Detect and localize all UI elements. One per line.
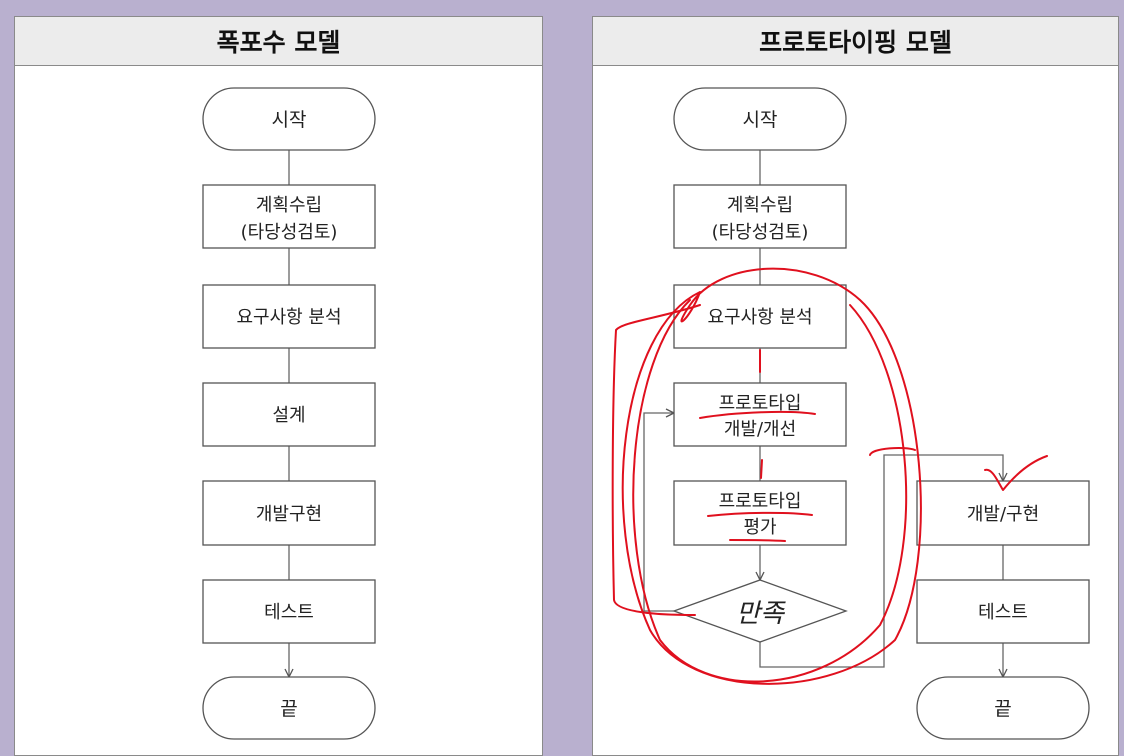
- waterfall-test-label: 테스트: [264, 602, 314, 623]
- annotation-underline-dev: [699, 410, 816, 419]
- annotation-underline-eval: [707, 511, 813, 517]
- waterfall-start-node: 시작: [202, 87, 376, 151]
- annotation-handwritten-satisfaction: 만족: [736, 599, 786, 629]
- prototyping-start-label: 시작: [743, 109, 778, 131]
- prototyping-title: 프로토타이핑 모델: [593, 17, 1118, 66]
- prototyping-connectors: [643, 150, 1003, 677]
- prototyping-end-label: 끝: [994, 698, 1011, 720]
- prototyping-test-node: 테스트: [916, 579, 1090, 644]
- prototype-dev-sublabel: 개발/개선: [724, 419, 796, 440]
- prototyping-start-node: 시작: [673, 87, 847, 151]
- prototyping-test-label: 테스트: [978, 602, 1028, 623]
- waterfall-end-label: 끝: [280, 698, 297, 720]
- waterfall-dev-node: 개발구현: [202, 480, 376, 546]
- waterfall-dev-label: 개발구현: [256, 504, 322, 525]
- prototyping-end-node: 끝: [916, 676, 1090, 740]
- prototype-eval-label: 프로토타입: [719, 491, 802, 512]
- waterfall-design-label: 설계: [272, 405, 305, 426]
- prototype-eval-sublabel: 평가: [743, 517, 776, 538]
- prototyping-plan-sublabel: (타당성검토): [712, 222, 809, 243]
- annotation-right-bracket: [869, 446, 916, 456]
- waterfall-design-node: 설계: [202, 382, 376, 447]
- annotation-loop-circle-2: [632, 299, 908, 683]
- waterfall-plan-label: 계획수립: [256, 195, 322, 216]
- prototyping-analysis-node: 요구사항 분석: [673, 284, 847, 349]
- waterfall-test-node: 테스트: [202, 579, 376, 644]
- prototype-dev-node: 프로토타입 개발/개선: [673, 382, 847, 447]
- waterfall-start-label: 시작: [272, 109, 307, 131]
- prototyping-analysis-label: 요구사항 분석: [707, 307, 812, 328]
- annotation-left-bracket: [611, 304, 701, 616]
- prototyping-dev-node: 개발/구현: [916, 480, 1090, 546]
- waterfall-plan-node: 계획수립 (타당성검토): [202, 184, 376, 249]
- annotation-underline-eval-2: [729, 539, 786, 542]
- annotation-check-mark: [984, 455, 1048, 491]
- prototype-dev-label: 프로토타입: [719, 393, 802, 414]
- flowchart-canvas: 시작 계획수립 (타당성검토) 요구사항 분석 설계 개발구현 테스트 끝: [202, 87, 1090, 740]
- satisfaction-decision-node: [672, 579, 848, 643]
- waterfall-analysis-label: 요구사항 분석: [236, 307, 341, 328]
- waterfall-title: 폭포수 모델: [15, 17, 542, 66]
- waterfall-analysis-node: 요구사항 분석: [202, 284, 376, 349]
- handwritten-annotations: [611, 267, 1048, 685]
- waterfall-end-node: 끝: [202, 676, 376, 740]
- waterfall-plan-sublabel: (타당성검토): [241, 222, 338, 243]
- prototyping-dev-label: 개발/구현: [967, 504, 1039, 525]
- annotation-loop-circle: [621, 267, 922, 685]
- prototyping-plan-node: 계획수립 (타당성검토): [673, 184, 847, 249]
- annotation-tick-2: [760, 459, 763, 479]
- prototyping-plan-label: 계획수립: [727, 195, 793, 216]
